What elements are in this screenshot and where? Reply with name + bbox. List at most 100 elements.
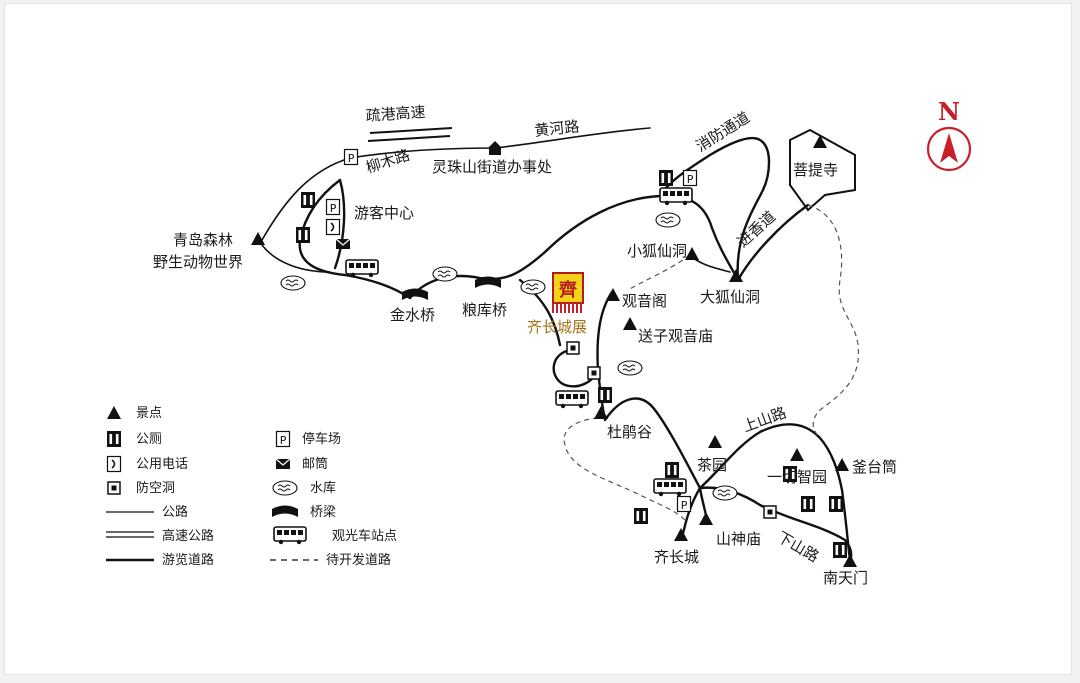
legend-expressway: 高速公路	[162, 528, 214, 544]
reservoir-icon	[432, 266, 458, 282]
legend-mailbox-icon	[275, 458, 291, 470]
road-label-huanghe: 黄河路	[534, 117, 581, 140]
legend-mailbox: 邮筒	[302, 456, 328, 472]
xiaofang-road	[658, 136, 771, 282]
visitor-center-inner	[333, 178, 346, 270]
dujuan-road	[596, 290, 614, 372]
bus-stop-icon	[659, 187, 693, 206]
parking-icon	[676, 495, 692, 513]
north-label: N	[938, 97, 960, 126]
bus-stop-icon	[555, 390, 589, 410]
reservoir-icon	[655, 212, 681, 228]
road-label-liumu: 柳木路	[364, 146, 412, 177]
legend-reservoir-icon	[272, 480, 298, 496]
scenic-spot-icon	[708, 435, 722, 448]
legend-toilet: 公厕	[136, 432, 162, 447]
zoo-road	[261, 244, 331, 273]
label-dahuxian: 大狐仙洞	[700, 288, 760, 306]
expressway-lines	[367, 127, 453, 142]
shelter-icon	[587, 366, 601, 380]
label-yiqiezhi: 一切智园	[767, 468, 827, 486]
mailbox-icon	[335, 238, 351, 250]
toilet-icon	[659, 170, 673, 186]
jinshui-bridge-icon	[402, 288, 428, 300]
legend-expressway-line	[106, 531, 154, 538]
toilet-icon	[665, 462, 679, 478]
parking-icon	[343, 148, 359, 166]
flag-glyph: 齊	[558, 279, 578, 301]
legend-shelter-icon	[107, 481, 121, 495]
phone-icon	[325, 218, 341, 236]
label-liangku-bridge: 粮库桥	[462, 301, 507, 319]
reservoir-icon	[617, 360, 643, 376]
legend-bridge: 桥梁	[310, 505, 336, 520]
reservoir-icon	[520, 279, 546, 295]
legend-bridge-icon	[272, 505, 298, 517]
legend-toilet-icon	[107, 431, 121, 447]
scenic-spot-icon	[594, 406, 608, 419]
puti-temple-outline	[789, 128, 856, 212]
label-putisi: 菩提寺	[793, 161, 838, 179]
map-card	[4, 3, 1072, 675]
reservoir-icon	[280, 275, 306, 291]
legend-scenic: 景点	[136, 406, 162, 421]
shangshan-road	[698, 423, 852, 562]
planned-road-south	[563, 417, 686, 521]
label-forest-zoo-1: 青岛森林	[173, 231, 233, 249]
north-arrow: N	[926, 97, 972, 172]
label-dujuangu: 杜鹃谷	[607, 423, 652, 441]
planned-road-xiaohu	[627, 254, 691, 291]
toilet-icon	[829, 496, 843, 512]
wall-road	[680, 486, 702, 540]
toilet-icon	[301, 192, 315, 208]
scenic-spot-icon	[685, 247, 699, 260]
label-songzi: 送子观音庙	[638, 327, 713, 345]
legend-phone-icon	[106, 455, 122, 473]
wall-exhibit-flag-icon: 齊	[552, 272, 584, 313]
label-guanyinge: 观音阁	[622, 292, 667, 310]
scenic-spot-icon	[835, 458, 849, 471]
reservoir-icon	[712, 485, 738, 501]
planned-road-east	[807, 204, 860, 439]
scenic-spot-icon	[674, 528, 688, 541]
label-qichangcheng: 齐长城	[654, 548, 699, 566]
label-forest-zoo-2: 野生动物世界	[153, 253, 243, 271]
shelter-icon	[566, 341, 580, 355]
toilet-icon	[801, 496, 815, 512]
legend-shelter: 防空洞	[136, 480, 175, 496]
label-lingzhu-office: 灵珠山街道办事处	[432, 158, 552, 176]
label-nantianmen: 南天门	[823, 569, 868, 587]
scenic-spot-icon	[606, 288, 620, 301]
main-road	[408, 194, 740, 300]
label-futaitong: 釜台筒	[852, 458, 897, 476]
scenic-spot-icon	[790, 448, 804, 461]
legend-tour-road: 游览道路	[162, 552, 214, 568]
parking-icon	[325, 198, 341, 216]
jinxiang-road	[736, 203, 810, 282]
scenic-spot-icon	[699, 512, 713, 525]
road-label-expressway: 疏港高速	[365, 103, 426, 125]
legend-phone: 公用电话	[136, 457, 188, 472]
parking-icon	[682, 169, 698, 187]
shelter-icon	[763, 505, 777, 519]
liangku-bridge-icon	[475, 276, 501, 288]
legend-parking-icon	[275, 430, 291, 448]
toilet-icon	[296, 227, 310, 243]
bus-stop-icon	[653, 478, 687, 498]
legend-bus-stop: 观光车站点	[332, 528, 397, 544]
visitor-center-loop	[298, 178, 412, 300]
toilet-icon	[598, 387, 612, 403]
legend-scenic-icon	[107, 406, 121, 419]
label-xiaohuxian: 小狐仙洞	[627, 242, 687, 260]
legend-parking: 停车场	[302, 431, 341, 447]
toilet-icon	[634, 508, 648, 524]
legend-planned-road: 待开发道路	[326, 552, 391, 568]
legend-reservoir: 水库	[310, 480, 336, 496]
label-visitor-center: 游客中心	[354, 204, 414, 222]
label-shanshenmiao: 山神庙	[716, 530, 761, 548]
legend-bus-icon	[273, 526, 307, 546]
bus-stop-icon	[345, 259, 379, 279]
legend: 景点 公厕 公用电话 防空洞 公路 高速公路 游览道路 停车场 邮筒 水库 桥梁…	[106, 406, 397, 568]
label-jinshui-bridge: 金水桥	[390, 306, 435, 324]
